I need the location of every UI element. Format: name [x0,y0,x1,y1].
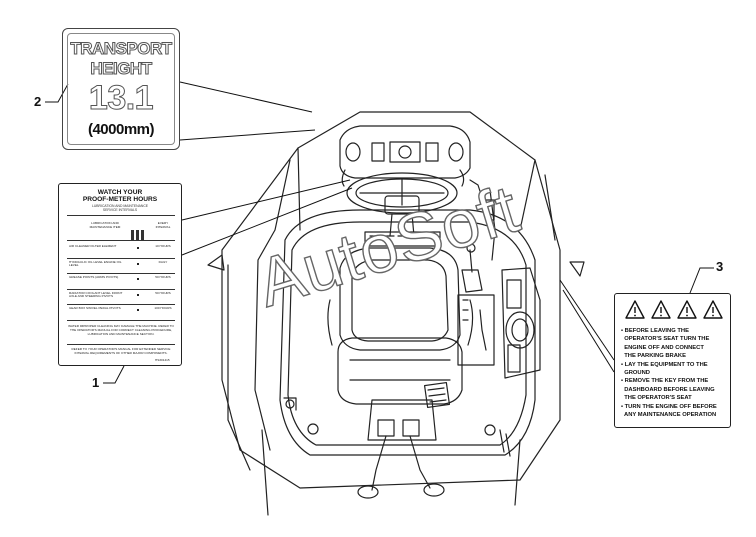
warning-triangle-icon [651,300,671,319]
maintenance-subtitle-2: SERVICE INTERVALS [102,208,138,212]
maintenance-decal: WATCH YOUR PROOF-METER HOURS LUBRICATION… [58,183,182,366]
maintenance-title-1: WATCH YOUR [97,189,143,196]
callout-1: 1 [92,375,100,390]
warning-triangles [625,300,723,319]
maintenance-row-interval: 50 HOURS [155,275,171,279]
warning-triangle-icon [677,300,697,319]
maintenance-row-rule [67,257,175,259]
gauge-mark [136,230,139,240]
maintenance-row-item: AIR CLEANER FILTER ELEMENT [69,244,117,248]
maintenance-header-bottom-rule [67,240,175,241]
transport-height-frame [67,33,175,145]
warning-triangle-icon [703,300,723,319]
maintenance-row-interval: DAILY [158,259,168,264]
maintenance-row-mark [137,293,139,296]
warning-line: • TURN THE ENGINE OFF BEFORE [621,403,717,410]
maintenance-title-2: PROOF-METER HOURS [82,196,158,203]
warning-line: THE OPERATOR'S SEAT [621,395,692,402]
warning-line: GROUND [621,370,650,376]
maintenance-row-item: GEAR BOX SWIVEL PEDAL PIVOTS [69,306,121,310]
maintenance-row-item: GREASE POINTS (ARMS PIVOTS) [69,275,119,279]
maintenance-row-mark [137,309,139,311]
gauge-mark [131,230,134,240]
warning-line: • LAY THE EQUIPMENT TO THE [621,361,708,368]
maintenance-row-interval: 10 HOURS [155,244,171,248]
maintenance-part-number: HS301415 [155,358,170,362]
maintenance-header-rule [67,215,175,216]
callout-3: 3 [716,259,724,274]
maintenance-row-item: HYDRAULIC OIL LEVEL ENGINE OIL LEVEL [69,259,122,268]
warning-line: ENGINE OFF AND CONNECT [621,344,704,351]
maintenance-header-interval: EVERY INTERVAL [155,221,171,229]
height-metric: (4000mm) [87,121,155,138]
warning-decal: • BEFORE LEAVING THE OPERATOR'S SEAT TUR… [614,293,731,428]
height-value: 13.1 [88,79,154,118]
warning-line: • REMOVE THE KEY FROM THE [621,378,709,385]
callout-2: 2 [34,94,42,109]
warning-line: OPERATOR'S SEAT TURN THE [621,336,710,343]
maintenance-row-rule [67,273,175,274]
warning-triangle-icon [625,300,645,319]
maintenance-note-2: REFER TO YOUR OPERATOR'S MANUAL FOR EXTE… [71,347,171,355]
maintenance-row-interval: 50 HOURS [155,290,171,295]
height-label: HEIGHT [90,59,153,79]
maintenance-row-rule [67,304,175,305]
maintenance-header-item: LUBRICATION AND MAINTENANCE ITEM [89,221,121,229]
maintenance-row-mark [137,262,139,265]
warning-line: DASHBOARD BEFORE LEAVING [621,386,715,393]
transport-label: TRANSPORT [70,39,173,59]
maintenance-subtitle-1: LUBRICATION AND MAINTENANCE [91,204,149,208]
maintenance-row-rule [67,288,175,290]
maintenance-row-rule [67,319,175,321]
maintenance-note-rule [67,344,175,345]
transport-height-decal: TRANSPORT HEIGHT 13.1 (4000mm) [62,28,180,150]
maintenance-row-mark [137,278,139,280]
warning-line: THE PARKING BRAKE [621,353,686,360]
maintenance-row-interval: 100 HOURS [154,306,172,310]
warning-line: ANY MAINTENANCE OPERATION [621,412,717,418]
maintenance-row-item: RADIATOR COOLANT LEVEL FRONT AXLE AND ST… [69,290,123,299]
gauge-mark [141,230,144,240]
maintenance-note-1: WATER IMPROPER CLEANING MAY DAMAGE THE M… [68,324,174,336]
maintenance-row-mark [137,247,139,249]
warning-line: • BEFORE LEAVING THE [621,328,689,334]
